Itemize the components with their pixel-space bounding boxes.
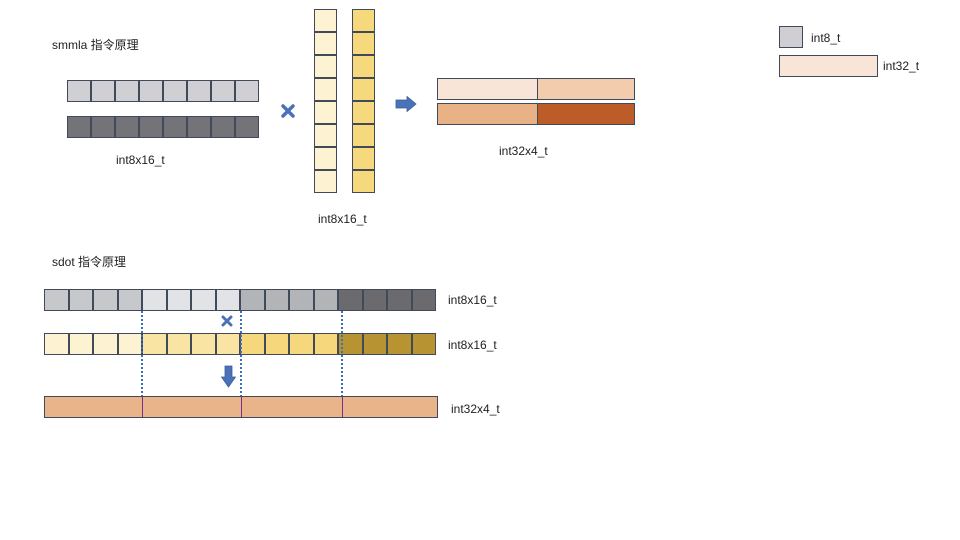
vector-cell <box>240 333 265 355</box>
vector-cell <box>115 80 139 102</box>
vector-cell <box>235 80 259 102</box>
vector-cell <box>352 147 375 170</box>
vector-cell <box>67 116 91 138</box>
vector-cell <box>240 289 265 311</box>
arrow-right-icon <box>395 96 417 112</box>
vector-cell <box>215 289 240 311</box>
sdot-vector-a <box>44 289 436 311</box>
smmla-title: smmla 指令原理 <box>52 38 139 52</box>
vector-cell <box>352 55 375 78</box>
legend-int32-label: int32_t <box>883 59 920 73</box>
group-divider-1 <box>141 311 143 397</box>
vector-cell <box>387 333 412 355</box>
vector-cell <box>313 333 338 355</box>
vector-cell <box>93 333 118 355</box>
vector-cell <box>142 289 167 311</box>
vector-cell <box>314 32 337 55</box>
vector-cell <box>166 289 191 311</box>
vector-cell <box>115 116 139 138</box>
vector-cell <box>314 147 337 170</box>
output-divider <box>342 397 343 417</box>
vector-cell <box>117 333 142 355</box>
vector-cell <box>191 289 216 311</box>
output-divider <box>142 397 143 417</box>
vector-cell <box>163 80 187 102</box>
vector-cell <box>362 333 387 355</box>
sdot-output-bar <box>44 396 438 418</box>
vector-cell <box>139 116 163 138</box>
smmla-out-label: int32x4_t <box>499 144 548 158</box>
output-cell-2-1 <box>438 104 537 124</box>
vector-cell <box>314 101 337 124</box>
smmla-output-row-2 <box>437 103 635 125</box>
vector-cell <box>44 289 69 311</box>
vector-cell <box>211 116 235 138</box>
group-divider-3 <box>341 311 343 397</box>
output-cell-1-1 <box>438 79 537 99</box>
multiply-icon <box>221 315 233 327</box>
vector-cell <box>166 333 191 355</box>
vector-cell <box>93 289 118 311</box>
vector-cell <box>411 333 436 355</box>
legend-int32-swatch <box>779 55 878 77</box>
vector-cell <box>91 116 115 138</box>
vector-cell <box>142 333 167 355</box>
vector-cell <box>187 116 211 138</box>
vector-cell <box>387 289 412 311</box>
vector-cell <box>91 80 115 102</box>
vector-cell <box>163 116 187 138</box>
vector-cell <box>264 289 289 311</box>
sdot-title: sdot 指令原理 <box>52 255 127 269</box>
output-divider <box>241 397 242 417</box>
vector-cell <box>352 170 375 193</box>
vector-cell <box>289 333 314 355</box>
vector-cell <box>352 124 375 147</box>
vector-cell <box>191 333 216 355</box>
smmla-b-label: int8x16_t <box>318 212 367 226</box>
vector-cell <box>187 80 211 102</box>
vector-cell <box>67 80 91 102</box>
vector-cell <box>338 333 363 355</box>
vector-cell <box>68 289 93 311</box>
sdot-out-label: int32x4_t <box>451 402 500 416</box>
smmla-vector-b-left <box>314 9 337 193</box>
arrow-down-icon <box>221 365 236 388</box>
vector-cell <box>338 289 363 311</box>
vector-cell <box>264 333 289 355</box>
vector-cell <box>211 80 235 102</box>
output-cell-2-2 <box>537 104 634 124</box>
vector-cell <box>314 124 337 147</box>
vector-cell <box>314 55 337 78</box>
group-divider-2 <box>240 311 242 397</box>
vector-cell <box>215 333 240 355</box>
vector-cell <box>313 289 338 311</box>
vector-cell <box>314 170 337 193</box>
vector-cell <box>289 289 314 311</box>
vector-cell <box>352 32 375 55</box>
vector-cell <box>235 116 259 138</box>
smmla-a-label: int8x16_t <box>116 153 165 167</box>
legend-int8-label: int8_t <box>811 31 841 45</box>
vector-cell <box>117 289 142 311</box>
sdot-a-label: int8x16_t <box>448 293 497 307</box>
vector-cell <box>314 9 337 32</box>
vector-cell <box>411 289 436 311</box>
smmla-vector-a-bottom <box>67 116 259 138</box>
vector-cell <box>139 80 163 102</box>
output-cell-1-2 <box>537 79 634 99</box>
vector-cell <box>362 289 387 311</box>
smmla-vector-a-top <box>67 80 259 102</box>
vector-cell <box>352 9 375 32</box>
vector-cell <box>352 101 375 124</box>
vector-cell <box>314 78 337 101</box>
smmla-vector-b-right <box>352 9 375 193</box>
vector-cell <box>68 333 93 355</box>
vector-cell <box>352 78 375 101</box>
multiply-icon <box>281 104 295 118</box>
sdot-b-label: int8x16_t <box>448 338 497 352</box>
vector-cell <box>44 333 69 355</box>
sdot-vector-b <box>44 333 436 355</box>
smmla-output-row-1 <box>437 78 635 100</box>
legend-int8-swatch <box>779 26 803 48</box>
